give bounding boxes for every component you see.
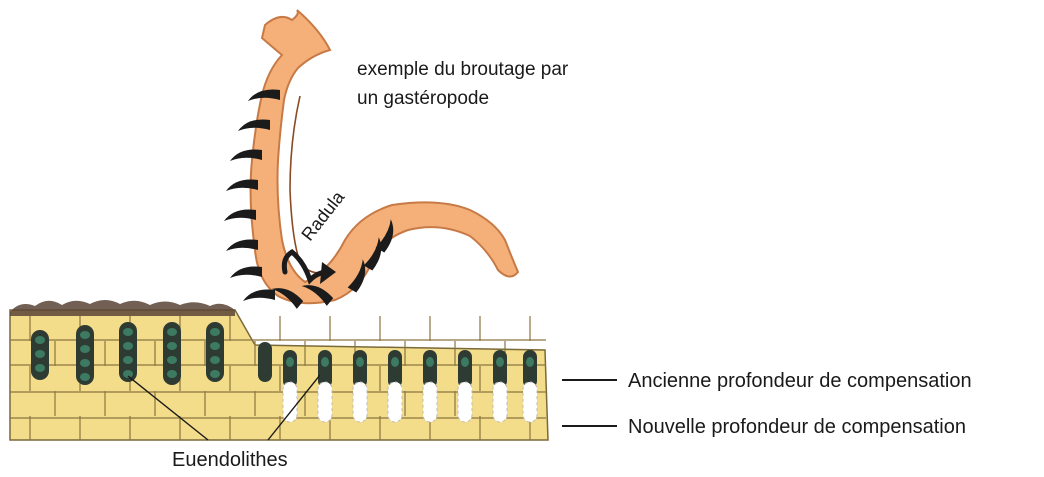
algal-crust	[10, 300, 235, 316]
boring-cell	[210, 328, 220, 336]
boring-cell	[35, 350, 45, 358]
empty-boring	[423, 382, 437, 422]
boring-cell	[496, 357, 504, 367]
boring-cell	[286, 357, 294, 367]
boring-cell	[321, 357, 329, 367]
euendoliths-label: Euendolithes	[172, 449, 288, 471]
boring-cell	[167, 328, 177, 336]
boring-cell	[167, 342, 177, 350]
boring-cell	[426, 357, 434, 367]
gastropod	[224, 10, 518, 310]
boring-cell	[391, 357, 399, 367]
boring-cell	[526, 357, 534, 367]
boring-cell	[210, 342, 220, 350]
empty-boring	[458, 382, 472, 422]
caption-line-1: exemple du broutage par	[357, 59, 569, 80]
radula-tooth	[226, 239, 258, 251]
boring-cell	[80, 373, 90, 381]
caption-line-2: un gastéropode	[357, 88, 489, 109]
empty-boring	[283, 382, 297, 422]
boring-cell	[35, 364, 45, 372]
boring-tube	[258, 342, 272, 382]
boring-cell	[356, 357, 364, 367]
empty-boring	[318, 382, 332, 422]
boring-cell	[210, 356, 220, 364]
boring-cell	[461, 357, 469, 367]
boring-cell	[80, 331, 90, 339]
empty-boring	[523, 382, 537, 422]
empty-boring	[353, 382, 367, 422]
radula-tooth	[230, 266, 262, 278]
boring-cell	[123, 328, 133, 336]
old-depth-label: Ancienne profondeur de compensation	[628, 370, 972, 392]
boring-cell	[167, 356, 177, 364]
boring-cell	[123, 342, 133, 350]
radula-label: Radula	[297, 186, 348, 244]
radula-tooth	[243, 289, 275, 301]
empty-boring	[493, 382, 507, 422]
empty-boring	[388, 382, 402, 422]
boring-cell	[167, 370, 177, 378]
boring-cell	[80, 359, 90, 367]
radula-ribbon	[290, 96, 325, 273]
boring-cell	[80, 345, 90, 353]
boring-cell	[35, 336, 45, 344]
boring-cell	[123, 356, 133, 364]
new-depth-label: Nouvelle profondeur de compensation	[628, 416, 966, 438]
boring-cell	[210, 370, 220, 378]
